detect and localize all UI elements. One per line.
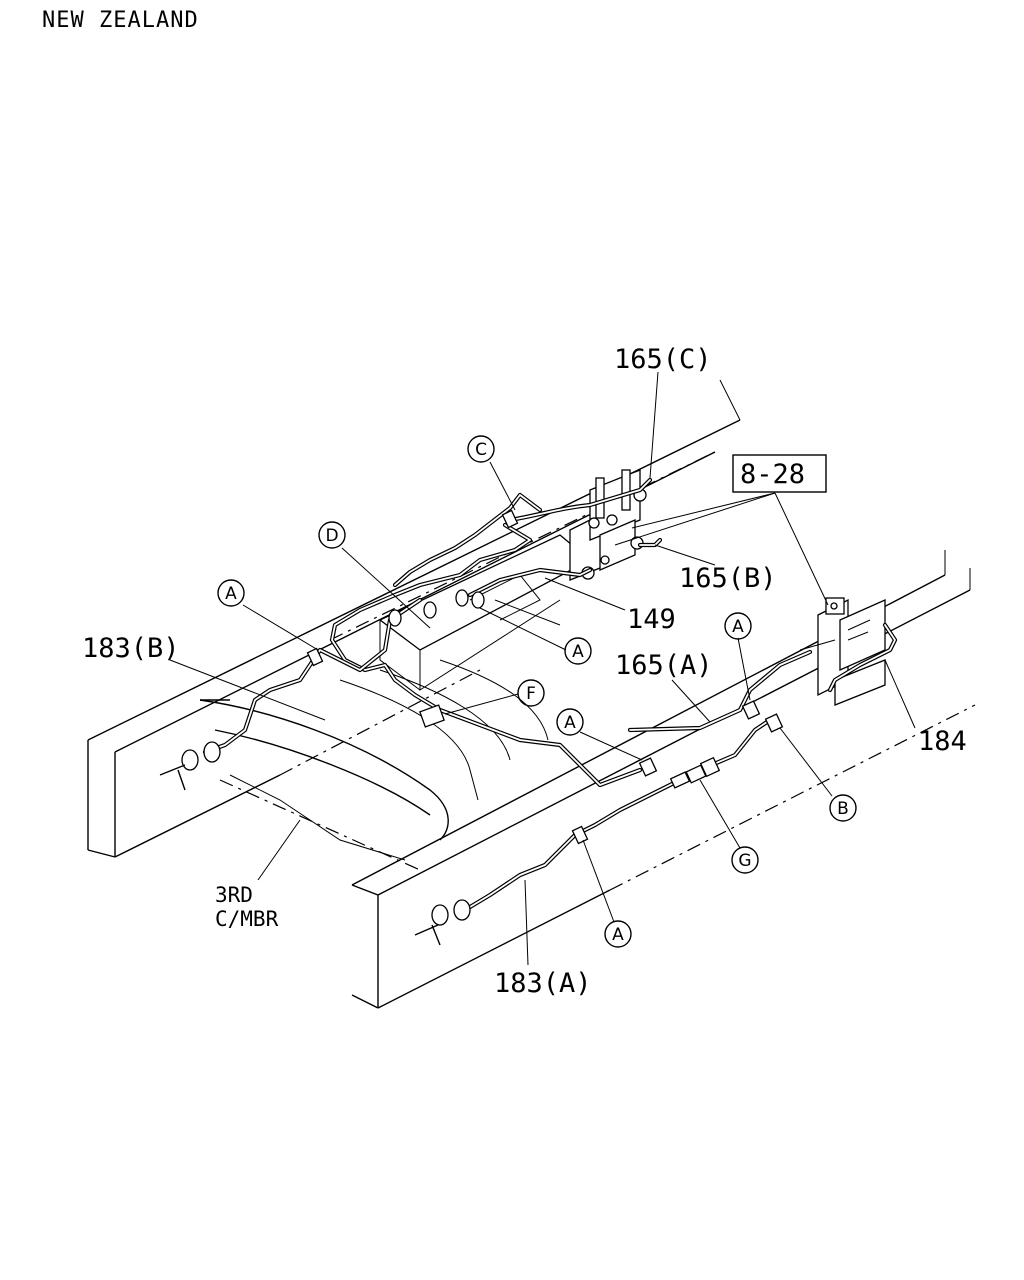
label-member-line1: 3RD bbox=[215, 883, 253, 907]
brake-pipes bbox=[202, 477, 898, 913]
leader-lines bbox=[169, 371, 916, 966]
label-183b: 183(B) bbox=[82, 633, 180, 664]
label-member-line2: C/MBR bbox=[215, 907, 279, 931]
label-ref-8-28: 8-28 bbox=[740, 459, 805, 490]
callout-a-right: A bbox=[724, 612, 752, 640]
label-184: 184 bbox=[918, 726, 967, 757]
callouts: C D A A F A A B bbox=[217, 435, 857, 948]
svg-text:A: A bbox=[225, 584, 237, 604]
callout-a-mid: A bbox=[556, 708, 584, 736]
callout-a-lower: A bbox=[604, 920, 632, 948]
svg-text:A: A bbox=[612, 925, 624, 945]
ref-box bbox=[732, 454, 827, 493]
callout-b: B bbox=[829, 794, 857, 822]
label-149: 149 bbox=[627, 604, 676, 635]
callout-a-149: A bbox=[564, 637, 592, 665]
svg-text:A: A bbox=[564, 713, 576, 733]
svg-text:D: D bbox=[325, 526, 338, 546]
callout-g: G bbox=[731, 846, 759, 874]
svg-text:C: C bbox=[475, 440, 487, 460]
label-165a: 165(A) bbox=[615, 650, 713, 681]
proportioning-valve bbox=[569, 469, 647, 581]
svg-text:B: B bbox=[837, 799, 849, 819]
svg-text:F: F bbox=[526, 684, 536, 704]
label-165b: 165(B) bbox=[679, 563, 777, 594]
callout-c: C bbox=[467, 435, 495, 463]
part-labels: 165(C) 165(B) 165(A) 149 183(B) 183(A) 1… bbox=[82, 344, 967, 999]
svg-text:A: A bbox=[732, 617, 744, 637]
callout-a-left: A bbox=[217, 579, 245, 607]
svg-text:G: G bbox=[738, 851, 751, 871]
label-165c: 165(C) bbox=[614, 344, 712, 375]
callout-f: F bbox=[517, 679, 545, 707]
sensing-valve-assembly bbox=[799, 597, 886, 706]
callout-d: D bbox=[318, 521, 346, 549]
svg-text:A: A bbox=[572, 642, 584, 662]
pipe-fittings bbox=[159, 509, 784, 946]
region-header: NEW ZEALAND bbox=[42, 8, 199, 33]
label-183a: 183(A) bbox=[494, 968, 592, 999]
